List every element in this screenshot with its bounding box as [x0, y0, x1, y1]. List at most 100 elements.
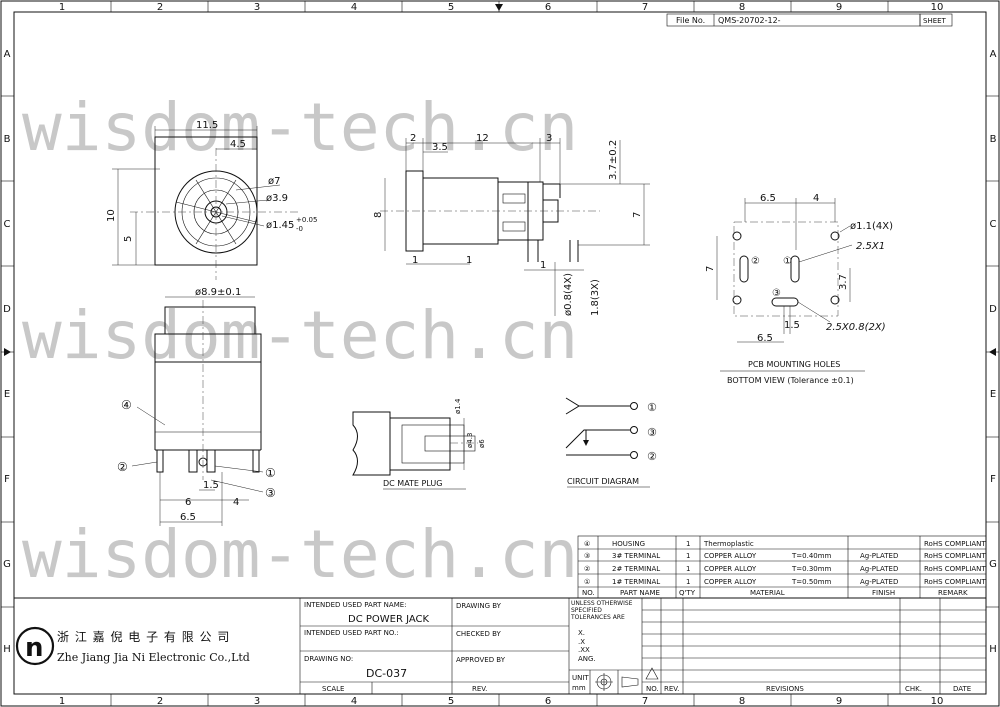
projection-symbol-icon	[595, 673, 639, 691]
tolerance-label: UNLESS OTHERWISE SPECIFIED TOLERANCES AR…	[571, 600, 633, 621]
rev-label: REV.	[472, 685, 487, 693]
company-name-en: Zhe Jiang Jia Ni Electronic Co.,Ltd	[57, 651, 250, 664]
approved-by-label: APPROVED BY	[456, 656, 506, 664]
file-number-box: File No. QMS-20702-12- SHEET	[666, 13, 953, 27]
row-label: B	[990, 134, 997, 145]
row-label: F	[990, 474, 996, 485]
dim-foot-r: 1	[466, 255, 472, 266]
col-label: 6	[545, 696, 551, 707]
company-logo-letter: n	[25, 633, 44, 663]
drawing-by-label: DRAWING BY	[456, 602, 502, 610]
col-label: 1	[59, 2, 65, 13]
dim-h-right: 7	[632, 212, 643, 218]
tol-xx: .X	[578, 638, 585, 646]
center-arrow-top	[495, 4, 503, 11]
bom-row1-remark: RoHS COMPLIANT	[924, 540, 986, 548]
row-label: F	[4, 474, 10, 485]
callout-2: ②	[117, 460, 128, 474]
watermark-text: wisdom-tech.cn	[22, 89, 578, 166]
callout-3: ③	[265, 486, 276, 500]
file-no-value: QMS-20702-12-	[718, 16, 781, 25]
dim-height: 10	[106, 209, 117, 222]
pcb-slot1: 2.5X1	[856, 241, 885, 252]
company-name-cn: 浙 江 嘉 倪 电 子 有 限 公 司	[57, 630, 230, 644]
sheet-label: SHEET	[923, 17, 947, 25]
row-label: H	[3, 644, 11, 655]
bom-row1-part: HOUSING	[612, 540, 645, 548]
col-label: 4	[351, 696, 357, 707]
company-logo-icon	[15, 626, 55, 666]
center-arrow-left	[4, 348, 11, 356]
dim-h-left: 8	[373, 212, 384, 218]
tol-xxx: .XX	[578, 646, 590, 654]
dim-top: 3.7±0.2	[608, 140, 619, 180]
column-ruler	[110, 1, 889, 706]
callout-4: ④	[121, 398, 132, 412]
dim-d-mid: ø3.9	[266, 193, 288, 204]
dim-15: 1.5	[203, 480, 219, 491]
dim-pin-dia: ø0.8(4X)	[563, 273, 574, 316]
circuit-diagram: ① ③ ② CIRCUIT DIAGRAM	[565, 397, 657, 488]
dim-65: 6.5	[180, 512, 196, 523]
col-label: 8	[739, 2, 745, 13]
plug-label: DC MATE PLUG	[383, 479, 442, 488]
dim-offset: 4.5	[230, 139, 246, 150]
plug-d3: ø6	[478, 439, 486, 448]
bottom-view: ø8.9±0.1 ④ ② ① ③ 1.5 6 4 6.5	[117, 287, 276, 526]
pcb-h-right: 3.7	[838, 274, 849, 290]
plug-d2: ø4.3	[466, 433, 474, 448]
watermark-text: wisdom-tech.cn	[22, 516, 578, 593]
revisions-label: REVISIONS	[766, 685, 804, 693]
tol-ang: ANG.	[578, 655, 596, 663]
row-label: D	[3, 304, 11, 315]
pcb-pin-3: ③	[772, 288, 781, 299]
date-label: DATE	[953, 685, 971, 693]
col-label: 5	[448, 696, 454, 707]
bom-row2-remark: RoHS COMPLIANT	[924, 552, 986, 560]
row-label: H	[989, 644, 997, 655]
circuit-1: ①	[647, 401, 657, 414]
bom-row4-remark: RoHS COMPLIANT	[924, 578, 986, 586]
dim-half-height: 5	[123, 236, 134, 242]
bom-header-material: MATERIAL	[750, 589, 785, 597]
col-label: 3	[254, 2, 260, 13]
tol-x: X.	[578, 629, 585, 637]
scale-label: SCALE	[322, 685, 344, 693]
bom-row2-mat: COPPER ALLOY	[704, 552, 757, 560]
chk-label: CHK.	[905, 685, 922, 693]
bom-row1-qty: 1	[686, 540, 690, 548]
tolerance-label-box: UNLESS OTHERWISE SPECIFIED TOLERANCES AR…	[571, 600, 633, 621]
mate-plug-view: ø1.4 ø4.3 ø6 DC MATE PLUG	[352, 398, 486, 490]
row-label: E	[990, 389, 996, 400]
inner-frame	[13, 11, 987, 695]
pcb-w-bottom: 6.5	[757, 333, 773, 344]
bom-header-no: NO.	[582, 589, 595, 597]
dim-pin-len: 1.8(3X)	[590, 279, 601, 316]
bom-row3-qty: 1	[686, 565, 690, 573]
file-no-label: File No.	[676, 16, 705, 25]
dim-left: 2	[410, 133, 416, 144]
bom-header-qty: Q'TY	[679, 589, 696, 597]
checked-by-label: CHECKED BY	[456, 630, 502, 638]
dim-6: 6	[185, 497, 191, 508]
bom-row2-no: ③	[584, 552, 590, 560]
bom-header-finish: FINISH	[872, 589, 895, 597]
center-arrow-right	[989, 348, 996, 356]
row-label: C	[990, 219, 997, 230]
pcb-slot2: 2.5X0.8(2X)	[826, 322, 886, 333]
pcb-w2: 4	[813, 193, 819, 204]
circuit-2: ②	[647, 450, 657, 463]
part-name-value: DC POWER JACK	[348, 614, 430, 625]
title-block: n 浙 江 嘉 倪 电 子 有 限 公 司 Zhe Jiang Jia Ni E…	[14, 597, 986, 694]
unit-value: mm	[572, 684, 586, 692]
dim-d-outer: ø7	[268, 176, 280, 187]
bom-row4-qty: 1	[686, 578, 690, 586]
col-label: 2	[157, 696, 163, 707]
callout-1: ①	[265, 466, 276, 480]
col-label: 10	[931, 696, 944, 707]
pcb-title1: PCB MOUNTING HOLES	[748, 360, 840, 369]
bom-row4-mat: COPPER ALLOY	[704, 578, 757, 586]
dim-right: 3	[546, 133, 552, 144]
col-label: 7	[642, 696, 648, 707]
